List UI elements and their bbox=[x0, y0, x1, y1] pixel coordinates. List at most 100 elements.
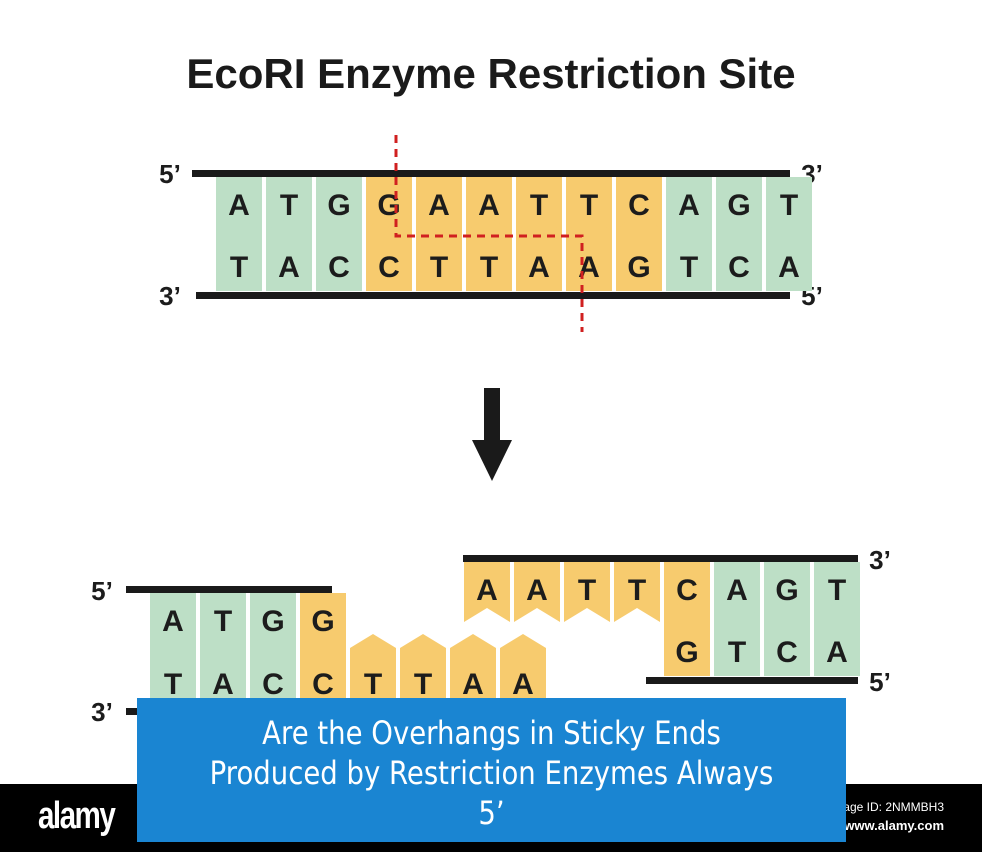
bottom-base: C bbox=[366, 217, 412, 291]
base-letter: A bbox=[478, 189, 500, 222]
base-letter: C bbox=[628, 189, 650, 222]
left-bottom-base: T bbox=[350, 634, 396, 708]
base-letter: T bbox=[580, 189, 598, 222]
base-tile bbox=[416, 177, 462, 237]
base-tile bbox=[450, 634, 496, 708]
base-tile bbox=[566, 177, 612, 237]
base-letter: T bbox=[628, 574, 646, 607]
top-base: A bbox=[666, 177, 712, 237]
base-letter: C bbox=[776, 636, 798, 669]
base-tile bbox=[716, 217, 762, 291]
right-top-base: T bbox=[814, 562, 860, 622]
base-letter: A bbox=[778, 251, 800, 284]
right-top-base: A bbox=[714, 562, 760, 622]
base-letter: A bbox=[526, 574, 548, 607]
top-base: T bbox=[766, 177, 812, 237]
base-tile bbox=[150, 634, 196, 708]
base-tile bbox=[714, 562, 760, 622]
base-letter: A bbox=[476, 574, 498, 607]
base-tile bbox=[666, 177, 712, 237]
base-letter: C bbox=[312, 668, 334, 701]
base-letter: C bbox=[378, 251, 400, 284]
base-letter: T bbox=[680, 251, 698, 284]
left-bottom-base: A bbox=[450, 634, 496, 708]
image-id-text: Image ID: 2NMMBH3 bbox=[829, 800, 944, 814]
base-letter: A bbox=[578, 251, 600, 284]
bottom-base: A bbox=[766, 217, 812, 291]
base-tile bbox=[300, 634, 346, 708]
right-bottom-backbone bbox=[646, 677, 858, 684]
base-tile bbox=[200, 593, 246, 653]
top-base: T bbox=[516, 177, 562, 237]
left-bottom-base: A bbox=[500, 634, 546, 708]
right-bottom-base: C bbox=[764, 602, 810, 676]
base-letter: T bbox=[430, 251, 448, 284]
base-letter: T bbox=[164, 668, 182, 701]
base-tile bbox=[316, 217, 362, 291]
bottom-base: T bbox=[666, 217, 712, 291]
left-top-backbone bbox=[126, 586, 332, 593]
bottom-base: C bbox=[316, 217, 362, 291]
left-bottom-base: T bbox=[400, 634, 446, 708]
base-tile bbox=[216, 217, 262, 291]
base-letter: G bbox=[775, 574, 798, 607]
base-tile bbox=[216, 177, 262, 237]
left-bottom-base: A bbox=[200, 634, 246, 708]
base-letter: A bbox=[278, 251, 300, 284]
base-letter: T bbox=[414, 668, 432, 701]
base-letter: T bbox=[230, 251, 248, 284]
base-letter: A bbox=[512, 668, 534, 701]
bottom-base: T bbox=[416, 217, 462, 291]
base-tile bbox=[664, 602, 710, 676]
right-top-backbone bbox=[463, 555, 858, 562]
left-top-base: A bbox=[150, 593, 196, 653]
right-top-base: A bbox=[464, 562, 510, 622]
top-base: T bbox=[266, 177, 312, 237]
base-letter: A bbox=[212, 668, 234, 701]
base-letter: C bbox=[262, 668, 284, 701]
right-bottom-base: A bbox=[814, 602, 860, 676]
base-tile bbox=[564, 562, 610, 622]
base-letter: A bbox=[462, 668, 484, 701]
left-bottom-base: T bbox=[150, 634, 196, 708]
base-letter: T bbox=[780, 189, 798, 222]
bottom-backbone bbox=[196, 292, 790, 299]
left-bottom-3-prime-label: 3’ bbox=[91, 697, 113, 727]
left-bottom-base: C bbox=[250, 634, 296, 708]
base-letter: T bbox=[480, 251, 498, 284]
right-top-base: T bbox=[564, 562, 610, 622]
base-letter: A bbox=[678, 189, 700, 222]
bottom-base: A bbox=[516, 217, 562, 291]
base-letter: G bbox=[727, 189, 750, 222]
base-tile bbox=[464, 562, 510, 622]
base-letter: C bbox=[676, 574, 698, 607]
base-tile bbox=[266, 177, 312, 237]
base-letter: A bbox=[726, 574, 748, 607]
base-letter: T bbox=[578, 574, 596, 607]
base-tile bbox=[350, 634, 396, 708]
bottom-base: T bbox=[466, 217, 512, 291]
alamy-url-text: www.alamy.com bbox=[844, 818, 944, 833]
base-tile bbox=[814, 562, 860, 622]
base-letter: A bbox=[528, 251, 550, 284]
question-text: Are the Overhangs in Sticky Ends Produce… bbox=[209, 714, 774, 832]
base-letter: G bbox=[627, 251, 650, 284]
bottom-base: C bbox=[716, 217, 762, 291]
base-letter: T bbox=[728, 636, 746, 669]
right-bottom-5-prime-label: 5’ bbox=[869, 667, 891, 697]
base-letter: T bbox=[530, 189, 548, 222]
base-tile bbox=[616, 217, 662, 291]
bottom-base: A bbox=[266, 217, 312, 291]
base-letter: A bbox=[428, 189, 450, 222]
base-tile bbox=[150, 593, 196, 653]
base-tile bbox=[400, 634, 446, 708]
top-base: A bbox=[466, 177, 512, 237]
base-letter: A bbox=[826, 636, 848, 669]
top-backbone bbox=[192, 170, 790, 177]
base-letter: C bbox=[728, 251, 750, 284]
diagram-title: EcoRI Enzyme Restriction Site bbox=[186, 50, 795, 97]
base-letter: T bbox=[364, 668, 382, 701]
base-tile bbox=[200, 634, 246, 708]
